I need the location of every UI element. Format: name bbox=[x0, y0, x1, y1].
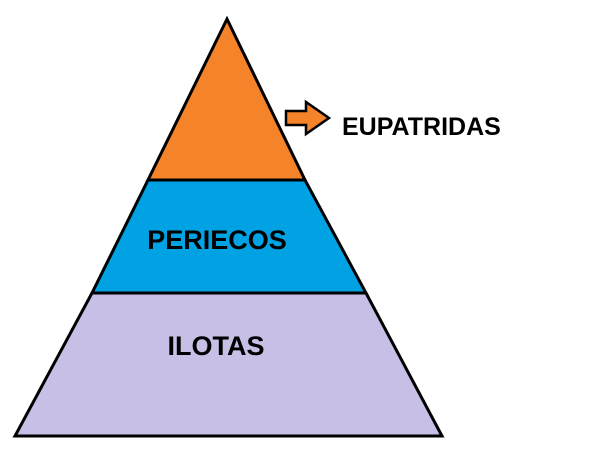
pyramid-tier-top bbox=[145, 15, 308, 182]
callout-label: EUPATRIDAS bbox=[342, 113, 501, 141]
tier-label-bottom: ILOTAS bbox=[168, 331, 265, 361]
callout-arrow-icon bbox=[284, 99, 332, 137]
tier-label-middle: PERIECOS bbox=[147, 225, 287, 255]
pyramid-tier-bottom bbox=[12, 291, 445, 438]
